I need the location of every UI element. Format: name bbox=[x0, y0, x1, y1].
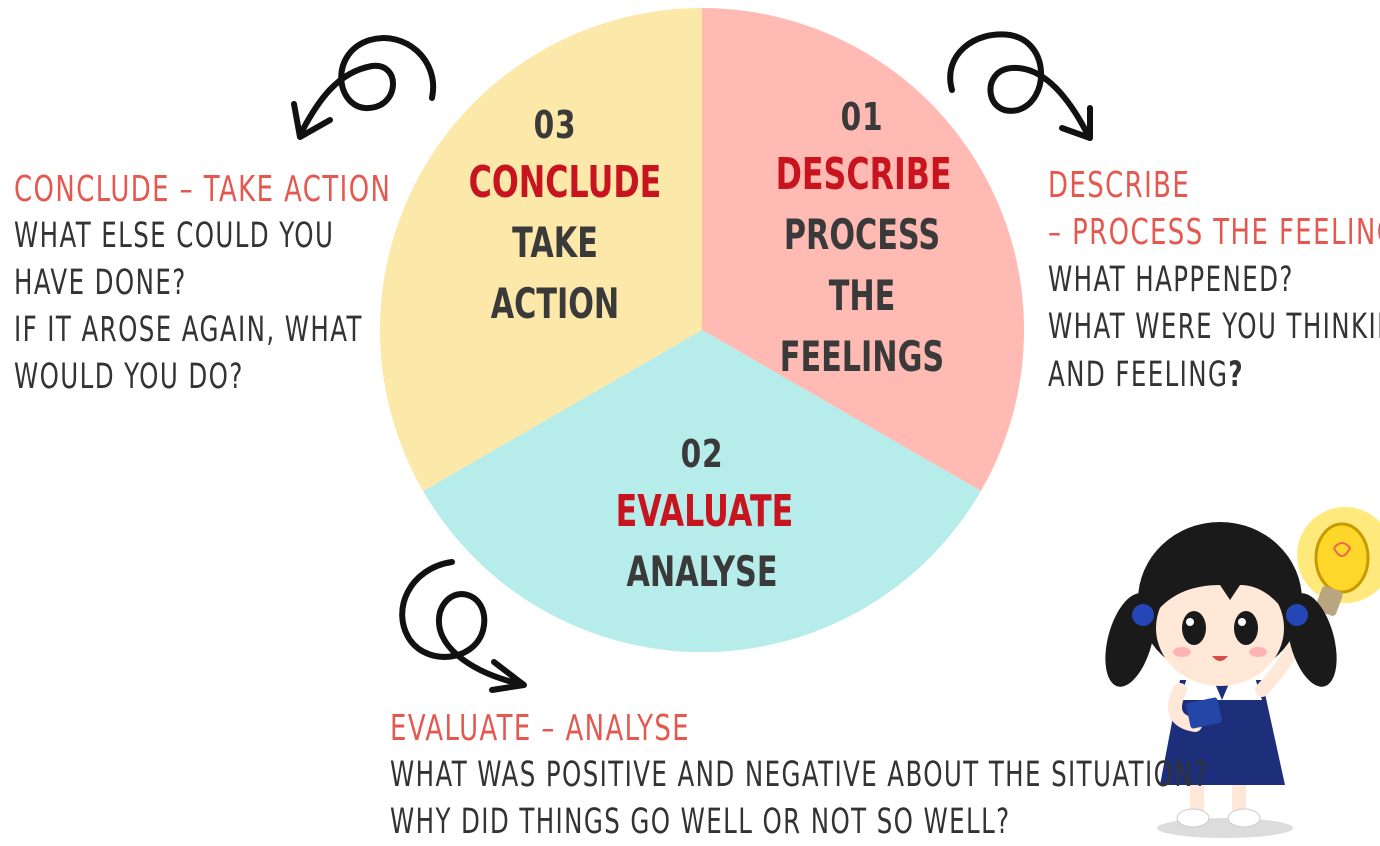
segment-title: EVALUATE bbox=[615, 486, 794, 537]
segment-title: CONCLUDE bbox=[468, 157, 662, 208]
note-line-text: AND FEELING bbox=[1048, 354, 1229, 395]
note-heading: – PROCESS THE FEELINGS bbox=[1048, 211, 1380, 253]
note-line: AND FEELING? bbox=[1048, 352, 1380, 399]
curved-arrow-icon bbox=[399, 559, 527, 693]
note-line: WHAT ELSE COULD YOU bbox=[14, 215, 335, 256]
segment-subtitle: FEELINGS bbox=[779, 331, 945, 381]
note-line: HAVE DONE? bbox=[14, 262, 187, 303]
segment-conclude bbox=[379, 7, 702, 491]
curved-arrow-icon bbox=[947, 31, 1093, 141]
segment-number: 03 bbox=[533, 103, 577, 147]
note-evaluate: EVALUATE – ANALYSE WHAT WAS POSITIVE AND… bbox=[390, 705, 1380, 846]
note-line: WHAT WAS POSITIVE AND NEGATIVE ABOUT THE… bbox=[390, 754, 1209, 795]
segment-number: 02 bbox=[680, 432, 724, 476]
segment-title: DESCRIBE bbox=[775, 149, 952, 200]
note-line: WHAT WERE YOU THINKING bbox=[1048, 307, 1380, 348]
segment-describe bbox=[702, 7, 1025, 491]
segment-number: 01 bbox=[840, 95, 884, 139]
note-heading: EVALUATE – ANALYSE bbox=[390, 708, 691, 749]
note-line: WHAT HAPPENED? bbox=[1048, 260, 1294, 301]
segment-evaluate bbox=[423, 330, 981, 653]
note-heading: CONCLUDE – TAKE ACTION bbox=[14, 169, 392, 210]
note-line: WOULD YOU DO? bbox=[14, 357, 244, 398]
note-line: WHY DID THINGS GO WELL OR NOT SO WELL? bbox=[390, 801, 1011, 842]
note-conclude: CONCLUDE – TAKE ACTION WHAT ELSE COULD Y… bbox=[14, 166, 538, 402]
note-heading: DESCRIBE bbox=[1048, 165, 1191, 206]
segment-subtitle: PROCESS THE bbox=[783, 210, 941, 320]
segment-subtitle: TAKE ACTION bbox=[490, 218, 620, 328]
note-describe: DESCRIBE – PROCESS THE FEELINGS WHAT HAP… bbox=[1048, 162, 1380, 399]
girl-illustration bbox=[1105, 507, 1380, 838]
segment-describe-label: 01 DESCRIBE PROCESS THE FEELINGS bbox=[742, 95, 982, 388]
segment-evaluate-label: 02 EVALUATE ANALYSE bbox=[582, 432, 822, 603]
segment-conclude-label: 03 CONCLUDE TAKE ACTION bbox=[435, 103, 675, 335]
question-mark: ? bbox=[1228, 354, 1244, 395]
curved-arrow-icon bbox=[291, 35, 437, 140]
note-line: IF IT AROSE AGAIN, WHAT bbox=[14, 310, 363, 351]
segment-subtitle: ANALYSE bbox=[626, 547, 778, 596]
